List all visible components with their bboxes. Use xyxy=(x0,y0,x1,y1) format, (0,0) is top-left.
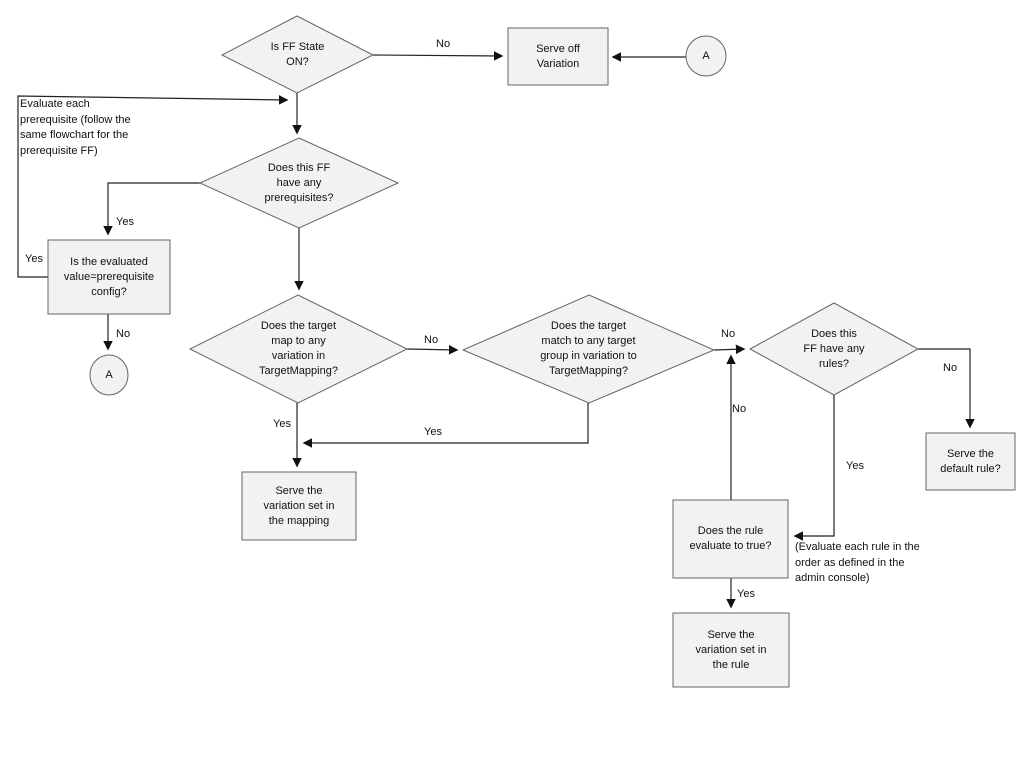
box-serve-default-rule xyxy=(925,432,1016,491)
diamond-prerequisites xyxy=(198,137,400,229)
edge-hasrules-no-to-default xyxy=(918,348,975,429)
edge-label-yes-group: Yes xyxy=(424,426,442,438)
edge-label-no-eval: No xyxy=(116,328,131,340)
edge-label-yes-map: Yes xyxy=(273,418,291,430)
edge-hasrules-yes-to-ruleeval xyxy=(793,395,835,541)
circle-connector-a-top xyxy=(685,35,727,77)
edge-label-no-off: No xyxy=(436,38,451,50)
diamond-ff-state xyxy=(220,15,375,94)
edge-label-no-group: No xyxy=(721,328,736,340)
box-serve-off-variation xyxy=(507,27,609,86)
prerequisite-note: Evaluate each prerequisite (follow the s… xyxy=(20,98,131,157)
box-serve-rule xyxy=(672,612,790,688)
edge-label-yes-rules: Yes xyxy=(846,460,864,472)
diamond-has-rules xyxy=(748,302,920,396)
edge-label-no-rule-eval: No xyxy=(732,403,747,415)
diamond-target-mapping xyxy=(188,294,409,404)
edge-targetmap-no-to-targetgroup xyxy=(406,345,459,355)
rules-order-note: (Evaluate each rule in the order as defi… xyxy=(795,541,920,584)
box-evaluated-value xyxy=(47,239,171,315)
edge-ffstate-no-to-serveoff xyxy=(372,51,504,61)
edge-label-yes-rule-eval: Yes xyxy=(737,588,755,600)
diamond-target-group xyxy=(461,294,716,404)
edge-targetgroup-yes-left xyxy=(302,403,589,448)
edge-label-yes-prereq: Yes xyxy=(116,216,134,228)
edge-label-no-map: No xyxy=(424,334,439,346)
edge-label-yes-eval: Yes xyxy=(25,253,43,265)
circle-connector-a-bottom xyxy=(89,354,129,396)
box-serve-mapping xyxy=(241,471,357,541)
edge-evalvalue-yes-loopback xyxy=(17,95,289,278)
edge-targetgroup-no-to-hasrules xyxy=(713,344,746,355)
edge-label-no-rules: No xyxy=(943,362,958,374)
edge-prereqs-yes-to-evalvalue xyxy=(103,182,200,236)
box-rule-evaluates xyxy=(672,499,789,579)
